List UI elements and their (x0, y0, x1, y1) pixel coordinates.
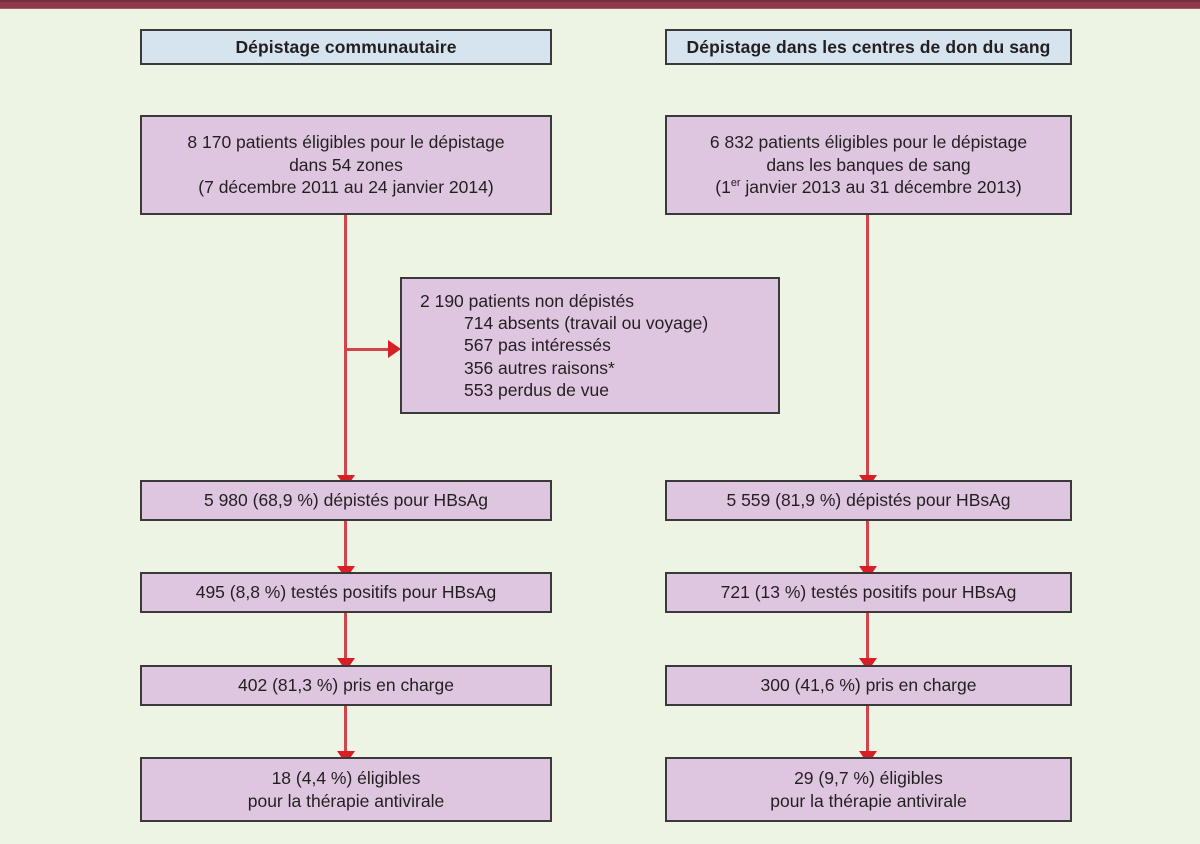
node-right-positifs: 721 (13 %) testés positifs pour HBsAg (665, 572, 1072, 613)
exclusion-item: 553 perdus de vue (464, 380, 609, 401)
connector-right-depistes-positifs (866, 521, 869, 570)
connector-right-main (866, 215, 869, 480)
flowchart-canvas: Dépistage communautaire 8 170 patients é… (0, 9, 1200, 844)
node-left-positifs: 495 (8,8 %) testés positifs pour HBsAg (140, 572, 552, 613)
node-left-eligibles: 8 170 patients éligibles pour le dépista… (140, 115, 552, 215)
page-top-rule (0, 0, 1200, 9)
node-line: 721 (13 %) testés positifs pour HBsAg (720, 582, 1017, 603)
connector-left-depistes-positifs (344, 521, 347, 570)
node-right-depistes: 5 559 (81,9 %) dépistés pour HBsAg (665, 480, 1072, 521)
node-line: dans 54 zones (289, 154, 403, 175)
node-right-eligibles: 6 832 patients éligibles pour le dépista… (665, 115, 1072, 215)
node-line: 402 (81,3 %) pris en charge (238, 675, 454, 696)
exclusion-item: 356 autres raisons* (464, 357, 615, 378)
arrowhead-exclusion (388, 340, 401, 358)
node-line: dans les banques de sang (766, 154, 971, 175)
connector-left-main (344, 215, 347, 480)
connector-left-positifs-charge (344, 613, 347, 662)
connector-left-charge-therapie (344, 706, 347, 755)
node-line: (1er janvier 2013 au 31 décembre 2013) (715, 177, 1022, 198)
node-line: 29 (9,7 %) éligibles (794, 768, 943, 789)
column-header-label: Dépistage dans les centres de don du san… (686, 36, 1051, 57)
node-line: 495 (8,8 %) testés positifs pour HBsAg (195, 582, 497, 603)
node-left-depistes: 5 980 (68,9 %) dépistés pour HBsAg (140, 480, 552, 521)
node-right-therapie: 29 (9,7 %) éligibles pour la thérapie an… (665, 757, 1072, 822)
node-line: 8 170 patients éligibles pour le dépista… (187, 132, 505, 153)
node-right-pris-en-charge: 300 (41,6 %) pris en charge (665, 665, 1072, 706)
node-left-therapie: 18 (4,4 %) éligibles pour la thérapie an… (140, 757, 552, 822)
node-line: 18 (4,4 %) éligibles (271, 768, 421, 789)
column-header-communautaire: Dépistage communautaire (140, 29, 552, 65)
node-line: pour la thérapie antivirale (247, 790, 445, 811)
node-line: pour la thérapie antivirale (770, 790, 967, 811)
node-line: 5 980 (68,9 %) dépistés pour HBsAg (203, 490, 489, 511)
column-header-don-du-sang: Dépistage dans les centres de don du san… (665, 29, 1072, 65)
node-line: 300 (41,6 %) pris en charge (760, 675, 977, 696)
exclusion-item: 714 absents (travail ou voyage) (464, 312, 709, 333)
node-line: (7 décembre 2011 au 24 janvier 2014) (198, 177, 494, 198)
exclusion-item: 567 pas intéressés (464, 335, 611, 356)
connector-right-charge-therapie (866, 706, 869, 755)
exclusion-title: 2 190 patients non dépistés (420, 290, 635, 311)
node-exclusions-non-depistes: 2 190 patients non dépistés 714 absents … (400, 277, 780, 414)
connector-right-positifs-charge (866, 613, 869, 662)
node-line: 6 832 patients éligibles pour le dépista… (709, 132, 1028, 153)
node-left-pris-en-charge: 402 (81,3 %) pris en charge (140, 665, 552, 706)
column-header-label: Dépistage communautaire (235, 36, 457, 57)
node-line: 5 559 (81,9 %) dépistés pour HBsAg (726, 490, 1011, 511)
connector-left-branch (346, 348, 396, 351)
